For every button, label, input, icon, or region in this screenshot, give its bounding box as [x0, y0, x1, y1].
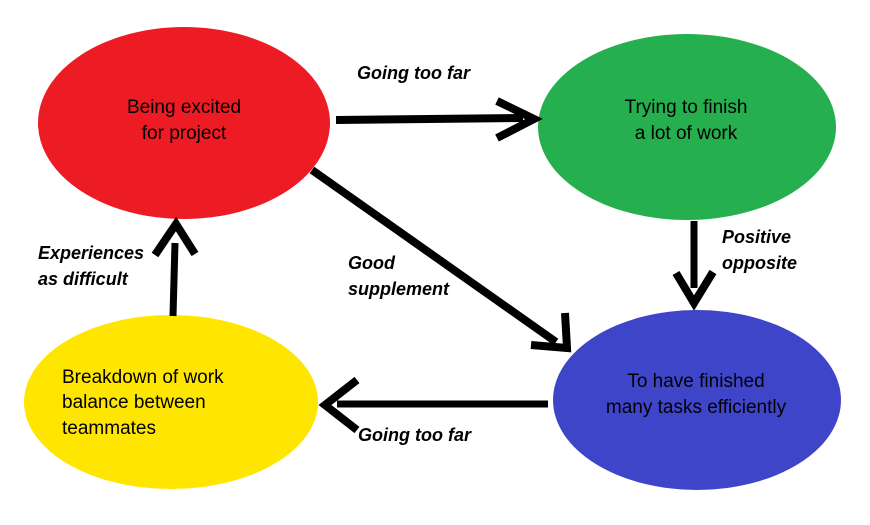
- node-green[interactable]: [538, 34, 836, 220]
- edge-red-to-green: [335, 97, 543, 142]
- node-red[interactable]: [38, 27, 330, 219]
- edge-blue-to-yellow: [318, 376, 548, 434]
- edge-yellow-to-red: [151, 216, 199, 317]
- node-blue[interactable]: [553, 310, 841, 490]
- edge-label-yellow-to-red: Experiences as difficult: [38, 243, 145, 290]
- node-yellow[interactable]: [24, 315, 318, 489]
- edge-red-to-blue: [309, 166, 572, 353]
- edge-label-green-to-blue: Positive opposite: [722, 227, 797, 274]
- edge-label-red-to-blue: Good supplement: [348, 253, 450, 300]
- edge-label-blue-to-yellow: Going too far: [358, 425, 471, 445]
- edge-green-to-blue: [672, 221, 717, 311]
- edge-label-red-to-green: Going too far: [357, 63, 470, 83]
